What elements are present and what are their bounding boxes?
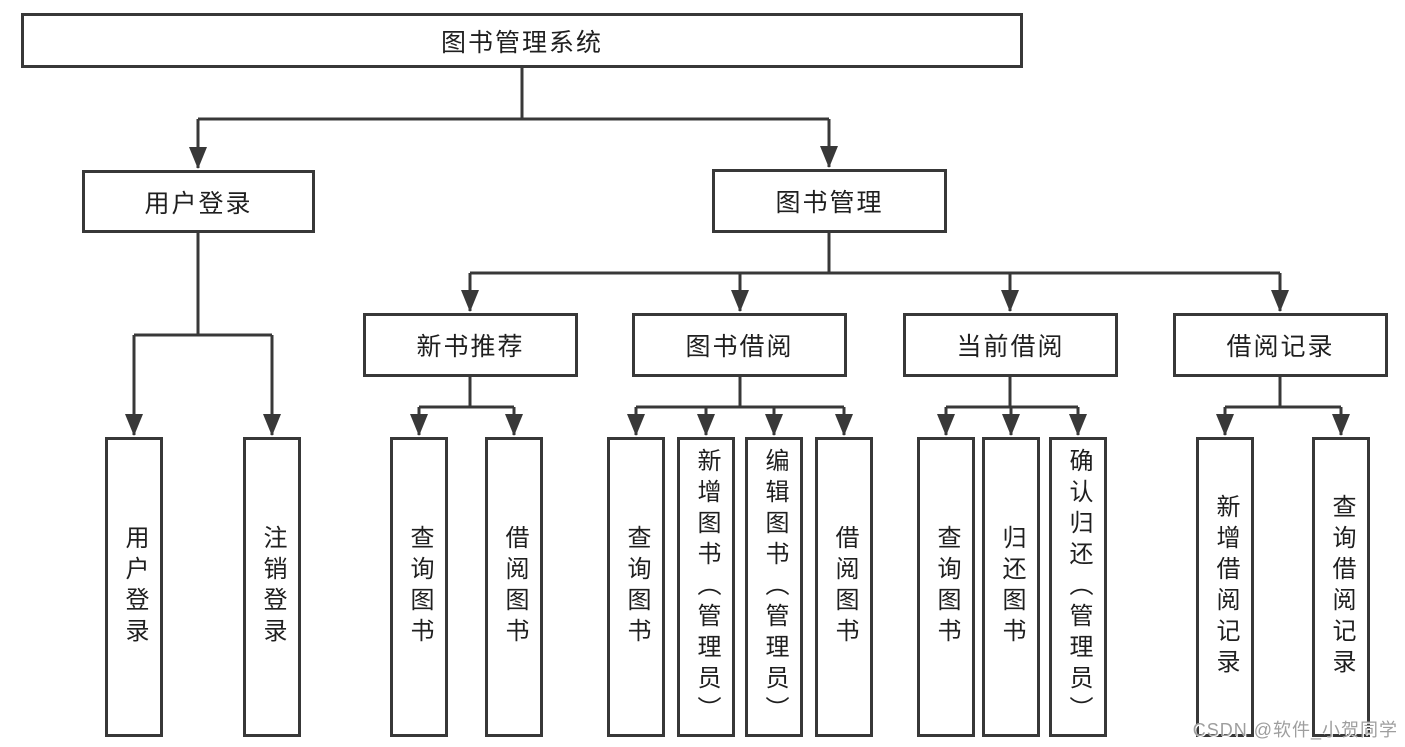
- leaf-query-books-borrowing-label: 查询图书: [623, 525, 650, 649]
- node-book-borrowing-label: 图书借阅: [685, 333, 794, 361]
- node-book-management-label: 图书管理: [775, 189, 884, 217]
- node-user-login: 用户登录: [82, 170, 315, 233]
- leaf-add-books-admin: 新增图书（管理员）: [677, 437, 735, 737]
- leaf-return-books: 归还图书: [982, 437, 1040, 737]
- node-user-login-label: 用户登录: [144, 189, 253, 218]
- leaf-add-borrow-record: 新增借阅记录: [1196, 437, 1254, 737]
- leaf-add-borrow-record-label: 新增借阅记录: [1212, 494, 1239, 680]
- node-current-borrowing-label: 当前借阅: [956, 333, 1065, 361]
- node-borrow-records: 借阅记录: [1173, 313, 1388, 377]
- node-borrow-records-label: 借阅记录: [1226, 333, 1335, 361]
- leaf-query-books-newbook: 查询图书: [390, 437, 448, 737]
- leaf-query-books-newbook-label: 查询图书: [406, 525, 433, 649]
- leaf-logout-label: 注销登录: [259, 525, 286, 649]
- leaf-borrow-books-newbook-label: 借阅图书: [501, 525, 528, 649]
- leaf-confirm-return-admin-label: 确认归还（管理员）: [1065, 447, 1092, 727]
- node-library-system-label: 图书管理系统: [440, 28, 603, 57]
- node-new-book-recommend-label: 新书推荐: [416, 333, 525, 361]
- csdn-watermark: CSDN @软件_小贺同学: [1192, 720, 1398, 740]
- leaf-borrow-books-borrowing: 借阅图书: [815, 437, 873, 737]
- leaf-query-books-current-label: 查询图书: [933, 525, 960, 649]
- node-current-borrowing: 当前借阅: [903, 313, 1118, 377]
- node-library-system: 图书管理系统: [21, 13, 1023, 68]
- leaf-query-books-borrowing: 查询图书: [607, 437, 665, 737]
- node-book-borrowing: 图书借阅: [632, 313, 847, 377]
- leaf-return-books-label: 归还图书: [998, 525, 1025, 649]
- leaf-user-login-label: 用户登录: [121, 525, 148, 649]
- leaf-confirm-return-admin: 确认归还（管理员）: [1049, 437, 1107, 737]
- leaf-logout: 注销登录: [243, 437, 301, 737]
- leaf-borrow-books-newbook: 借阅图书: [485, 437, 543, 737]
- leaf-add-books-admin-label: 新增图书（管理员）: [693, 447, 720, 727]
- leaf-borrow-books-borrowing-label: 借阅图书: [831, 525, 858, 649]
- leaf-edit-books-admin-label: 编辑图书（管理员）: [761, 447, 788, 727]
- leaf-query-borrow-record: 查询借阅记录: [1312, 437, 1370, 737]
- leaf-edit-books-admin: 编辑图书（管理员）: [745, 437, 803, 737]
- leaf-query-borrow-record-label: 查询借阅记录: [1328, 494, 1355, 680]
- leaf-user-login: 用户登录: [105, 437, 163, 737]
- node-new-book-recommend: 新书推荐: [363, 313, 578, 377]
- leaf-query-books-current: 查询图书: [917, 437, 975, 737]
- node-book-management: 图书管理: [712, 169, 947, 233]
